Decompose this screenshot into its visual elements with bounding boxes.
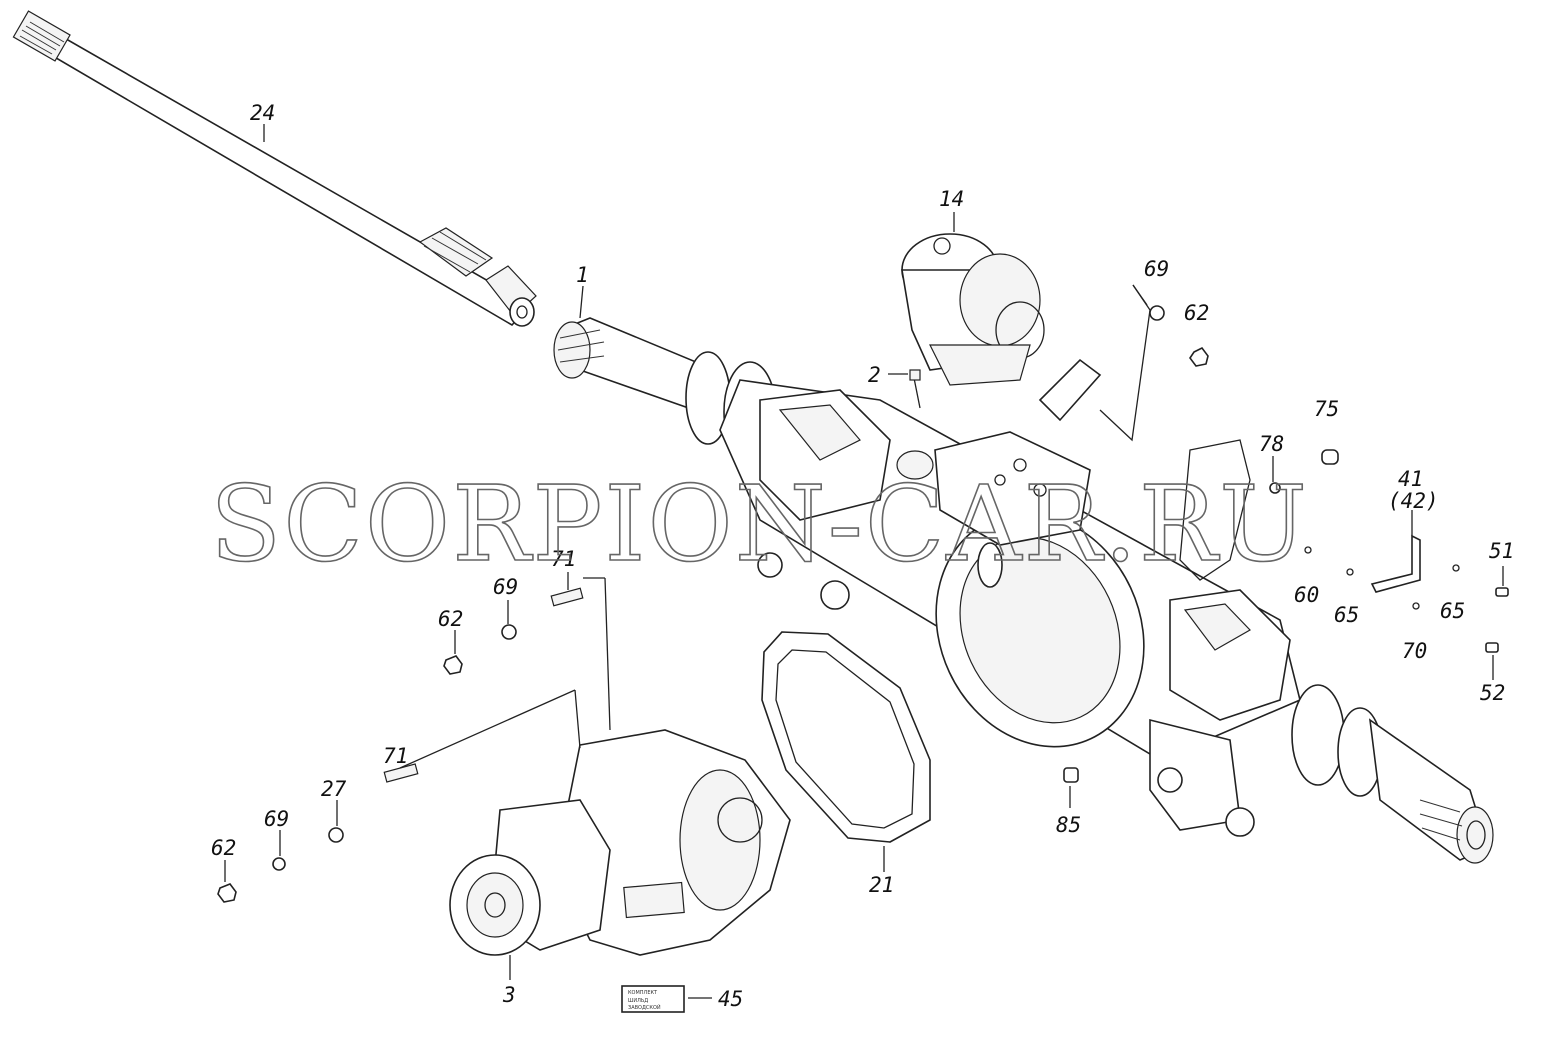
callout-27: 27 [321,777,347,801]
bolt-2 [909,369,921,409]
gasket-21 [761,631,931,843]
callout-62-top: 62 [1184,301,1209,325]
watermark-text: SCORPION-CAR.RU [210,463,1309,585]
callout-24: 24 [250,101,275,125]
nameplate-45: КОМПЛЕКТ ШИЛЬД ЗАВОДСКОЙ [621,985,685,1013]
svg-text:ШИЛЬД: ШИЛЬД [628,998,648,1004]
brake-chamber-14 [901,233,1045,386]
callout-45: 45 [718,987,743,1011]
hardware-parts [217,305,1509,903]
svg-text:КОМПЛЕКТ: КОМПЛЕКТ [628,990,658,996]
callout-3: 3 [502,983,516,1007]
callout-65-left: 65 [1334,603,1359,627]
callout-2: 2 [868,363,881,387]
leader-lines [224,124,1504,999]
callout-41: 41 [1398,467,1423,491]
callout-71-top: 71 [551,547,576,571]
callout-1: 1 [576,263,589,287]
callout-42: (42) [1388,489,1439,513]
callout-69-mid: 69 [493,575,518,599]
callout-70: 70 [1402,639,1427,663]
callout-52: 52 [1480,681,1505,705]
callout-69-top: 69 [1144,257,1169,281]
svg-text:ЗАВОДСКОЙ: ЗАВОДСКОЙ [628,1004,661,1011]
callout-85: 85 [1056,813,1081,837]
callout-75: 75 [1314,397,1339,421]
callout-78: 78 [1259,432,1284,456]
callout-51: 51 [1489,539,1514,563]
callout-71-bottom: 71 [383,744,408,768]
callout-62-bottom: 62 [211,836,236,860]
callout-65-right: 65 [1440,599,1465,623]
callout-69-bottom: 69 [264,807,289,831]
callout-60: 60 [1294,583,1319,607]
callout-14: 14 [939,187,964,211]
callout-21: 21 [869,873,894,897]
callout-labels: 24 1 14 2 69 62 75 78 41 (42) 51 60 65 6… [211,101,1514,1011]
axle-shaft-24 [12,10,537,327]
axle-housing-1 [553,317,1494,864]
callout-62-mid: 62 [438,607,463,631]
differential-3 [449,729,791,956]
